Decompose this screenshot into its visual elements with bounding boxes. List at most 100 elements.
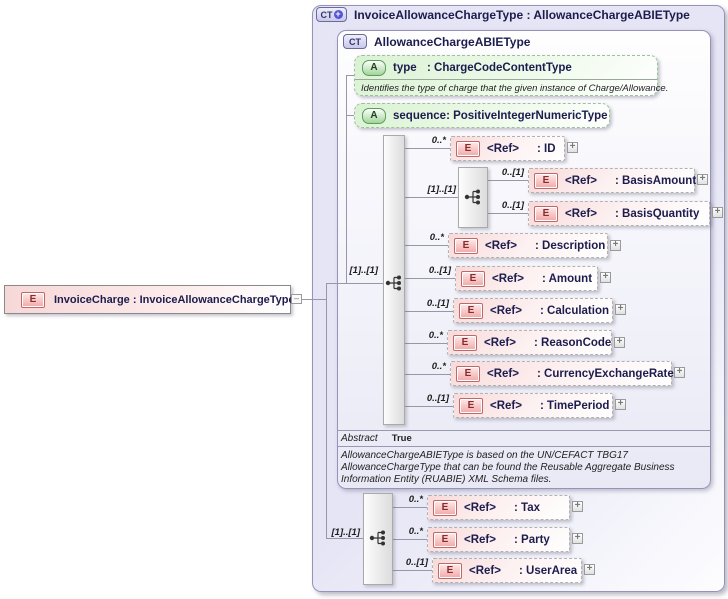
connector-line xyxy=(405,311,453,312)
expand-button[interactable]: + xyxy=(572,533,583,544)
element-ref-basisquantity[interactable]: E <Ref> : BasisQuantity xyxy=(528,201,710,226)
expand-button[interactable]: + xyxy=(610,240,621,251)
ref-label: <Ref> xyxy=(469,564,501,577)
element-ref-basisamount[interactable]: E <Ref> : BasisAmount xyxy=(528,168,697,193)
element-ref-calculation[interactable]: E <Ref> : Calculation xyxy=(453,298,613,323)
cardinality-label: [1]..[1] xyxy=(427,184,457,195)
element-icon: E xyxy=(459,397,483,414)
expand-button[interactable]: + xyxy=(615,304,626,315)
connector-line xyxy=(405,374,450,375)
connector-line xyxy=(302,299,326,300)
outer-title: InvoiceAllowanceChargeType : AllowanceCh… xyxy=(354,7,690,22)
element-icon: E xyxy=(459,302,483,319)
divider xyxy=(338,430,710,431)
expand-button[interactable]: + xyxy=(567,142,578,153)
element-icon: E xyxy=(433,531,457,548)
expand-button[interactable]: + xyxy=(572,501,583,512)
element-type-label: : BasisQuantity xyxy=(615,207,700,220)
element-ref-userarea[interactable]: E <Ref> : UserArea xyxy=(432,558,582,583)
attribute-name: type xyxy=(393,61,417,74)
connector-line xyxy=(346,75,355,76)
element-ref-tax[interactable]: E <Ref> : Tax xyxy=(427,495,570,520)
connector-line xyxy=(393,570,432,571)
attribute-icon: A xyxy=(362,59,386,76)
type-annotation: AllowanceChargeABIEType is based on the … xyxy=(341,450,675,485)
ref-label: <Ref> xyxy=(487,142,519,155)
element-ref-party[interactable]: E <Ref> : Party xyxy=(427,527,570,552)
ref-label: <Ref> xyxy=(484,336,516,349)
connector-line xyxy=(488,213,528,214)
cardinality-label: 0..* xyxy=(428,330,443,341)
element-ref-timeperiod[interactable]: E <Ref> : TimePeriod xyxy=(453,393,613,418)
attribute-datatype: : ChargeCodeContentType xyxy=(427,61,572,74)
ref-label: <Ref> xyxy=(464,533,496,546)
cardinality-label: 0..[1] xyxy=(405,557,428,568)
element-icon: E xyxy=(438,562,462,579)
connector-rail xyxy=(346,75,347,283)
collapse-button[interactable]: – xyxy=(291,294,302,304)
abstract-label: Abstract xyxy=(341,433,378,444)
element-icon: E xyxy=(461,270,485,287)
ref-label: <Ref> xyxy=(490,399,522,412)
element-type-label: : Tax xyxy=(514,501,540,514)
connector-line xyxy=(326,283,383,284)
ref-label: <Ref> xyxy=(490,304,522,317)
attribute-sequence[interactable]: A sequence : PositiveIntegerNumericType xyxy=(354,103,610,128)
inner-title: AllowanceChargeABIEType xyxy=(374,34,531,49)
element-type-label: : Amount xyxy=(542,272,593,285)
expand-button[interactable]: + xyxy=(614,337,625,348)
connector-line xyxy=(405,406,453,407)
element-icon: E xyxy=(433,499,457,516)
connector-line xyxy=(405,278,455,279)
expand-button[interactable]: + xyxy=(600,272,611,283)
ref-label: <Ref> xyxy=(487,367,519,380)
connector-rail xyxy=(326,283,327,539)
expand-button[interactable]: + xyxy=(697,174,708,185)
ref-label: <Ref> xyxy=(485,239,517,252)
element-ref-id[interactable]: E <Ref> : ID xyxy=(450,136,565,161)
element-ref-amount[interactable]: E <Ref> : Amount xyxy=(455,266,598,291)
cardinality-label: 0..[1] xyxy=(426,298,449,309)
cardinality-label: 0..* xyxy=(408,494,423,505)
cardinality-label: [1]..[1] xyxy=(349,265,379,276)
connector-line xyxy=(393,507,427,508)
expand-button[interactable]: + xyxy=(674,367,685,378)
element-ref-reasoncode[interactable]: E <Ref> : ReasonCode xyxy=(447,330,612,355)
element-type-label: : Calculation xyxy=(540,304,610,317)
plus-badge-icon: + xyxy=(333,9,343,19)
connector-line xyxy=(405,148,450,149)
element-type-label: : ID xyxy=(537,142,556,155)
element-invoicecharge[interactable]: E InvoiceCharge : InvoiceAllowanceCharge… xyxy=(4,285,295,314)
abstract-value: True xyxy=(391,433,412,444)
element-icon: E xyxy=(453,334,477,351)
attribute-annotation: Identifies the type of charge that the g… xyxy=(355,79,668,94)
element-ref-currencyexchangerate[interactable]: E <Ref> : CurrencyExchangeRate xyxy=(450,361,674,386)
element-icon: E xyxy=(534,205,558,222)
attribute-type[interactable]: A type : ChargeCodeContentType Identifie… xyxy=(354,55,668,96)
element-ref-description[interactable]: E <Ref> : Description xyxy=(448,233,608,258)
cardinality-label: 0..* xyxy=(408,526,423,537)
element-type-label: : TimePeriod xyxy=(540,399,610,412)
expand-button[interactable]: + xyxy=(584,564,595,575)
compositor-icon xyxy=(369,530,385,546)
connector-line xyxy=(405,343,447,344)
cardinality-label: 0..* xyxy=(431,361,446,372)
expand-button[interactable]: + xyxy=(615,399,626,410)
element-type-label: : CurrencyExchangeRate xyxy=(537,367,674,380)
element-icon: E xyxy=(534,172,558,189)
connector-line xyxy=(326,538,365,539)
cardinality-label: 0..[1] xyxy=(501,167,524,178)
compositor-icon xyxy=(464,189,480,205)
attribute-datatype: : PositiveIntegerNumericType xyxy=(446,109,608,122)
element-type-label: : UserArea xyxy=(519,564,578,577)
connector-line xyxy=(405,245,448,246)
element-icon: E xyxy=(456,140,480,157)
divider xyxy=(338,446,710,447)
element-type-label: : BasisAmount xyxy=(615,174,697,187)
ref-label: <Ref> xyxy=(565,207,597,220)
connector-line xyxy=(346,115,355,116)
cardinality-label: 0..[1] xyxy=(501,200,524,211)
connector-line xyxy=(393,539,427,540)
expand-button[interactable]: + xyxy=(712,207,723,218)
